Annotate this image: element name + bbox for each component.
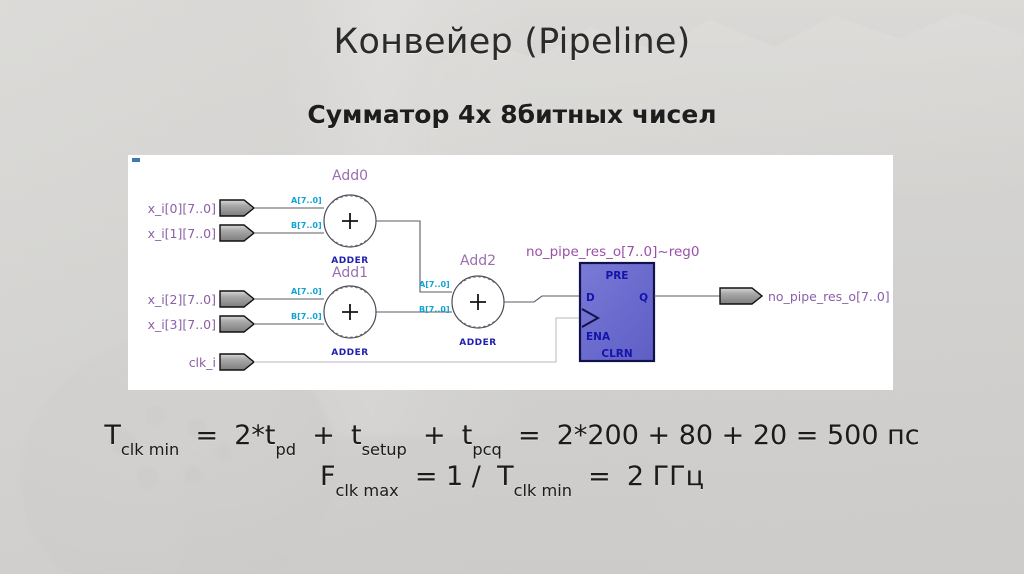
page-title: Конвейер (Pipeline) (333, 22, 691, 62)
formula2-result: 2 ГГц (626, 461, 704, 493)
formula-line-1: Tclk min = 2*tpd + tsetup + tpcq = 2*200… (0, 415, 1024, 459)
register-pin-clrn-label: CLRN (601, 348, 632, 360)
formula2-eq1: = 1 / (414, 461, 481, 493)
register-net-label: no_pipe_res_o[7..0]~reg0 (526, 244, 699, 260)
input-pin-x3[interactable] (219, 315, 256, 333)
adder-add2-port-a-label: A[7..0] (419, 280, 450, 289)
output-pin-result-label: no_pipe_res_o[7..0] (768, 289, 890, 304)
formula2-rhs-sub: clk min (513, 480, 573, 500)
register-pin-ena-label: ENA (586, 331, 611, 343)
input-pin-x2-label: x_i[2][7..0] (148, 292, 216, 307)
wire-clk-net (254, 317, 580, 363)
adder-add0-port-a-label: A[7..0] (291, 196, 322, 205)
formula1-term3-sub: pcq (472, 439, 502, 459)
formula1-eq1: = (195, 420, 219, 451)
formula1-plus2: + (422, 420, 446, 451)
formula1-lhs-sub: clk min (120, 439, 180, 459)
adder-add0-port-b-label: B[7..0] (291, 221, 322, 230)
register-dff[interactable] (578, 261, 656, 363)
formula2-rhs-base: T (497, 461, 514, 493)
adder-add0-primitive-label: ADDER (331, 256, 369, 266)
input-pin-x3-label: x_i[3][7..0] (148, 317, 216, 332)
adder-add1-port-b-label: B[7..0] (291, 312, 322, 321)
adder-add2[interactable] (451, 275, 505, 329)
formula1-eq2: = (517, 420, 541, 451)
register-pin-q-label: Q (639, 292, 648, 304)
selection-tick-icon (132, 158, 140, 162)
adder-add1-port-a-label: A[7..0] (291, 287, 322, 296)
adder-add1-primitive-label: ADDER (331, 348, 369, 358)
wire-add0-to-add2-a (376, 220, 452, 293)
input-pin-x0[interactable] (219, 199, 256, 217)
formula1-term1-base: 2*t (234, 420, 276, 451)
formula2-lhs-base: F (319, 461, 336, 493)
formula1-lhs-base: T (104, 420, 121, 451)
adder-add1-instance-label: Add1 (332, 265, 368, 281)
adder-add0-instance-label: Add0 (332, 168, 368, 184)
input-pin-x0-label: x_i[0][7..0] (148, 201, 216, 216)
adder-add1[interactable] (323, 285, 377, 339)
adder-add0[interactable] (323, 194, 377, 248)
register-pin-d-label: D (586, 292, 595, 304)
wire-add2-to-register-d (504, 295, 580, 303)
formula1-term2-base: t (350, 420, 362, 451)
output-pin-result[interactable] (719, 287, 764, 305)
adder-add2-instance-label: Add2 (460, 253, 496, 269)
input-pin-x2[interactable] (219, 290, 256, 308)
formula-block: Tclk min = 2*tpd + tsetup + tpcq = 2*200… (0, 415, 1024, 500)
input-pin-clk-label: clk_i (189, 355, 216, 370)
register-pin-pre-label: PRE (606, 270, 629, 282)
adder-add2-port-b-label: B[7..0] (419, 305, 450, 314)
adder-add2-primitive-label: ADDER (459, 338, 497, 348)
formula1-term2-sub: setup (361, 439, 407, 459)
formula1-term3-base: t (461, 420, 473, 451)
formula2-eq2: = (588, 461, 611, 493)
input-pin-clk[interactable] (219, 353, 256, 371)
page-subtitle: Сумматор 4х 8битных чисел (307, 100, 717, 129)
formula1-plus1: + (312, 420, 335, 451)
input-pin-x1-label: x_i[1][7..0] (148, 226, 216, 241)
formula-line-2: Fclk max = 1 / Tclk min = 2 ГГц (0, 456, 1024, 500)
formula1-term1-sub: pd (275, 439, 297, 459)
schematic-panel: x_i[0][7..0] x_i[1][7..0] x_i[2][7..0] x… (128, 155, 893, 390)
formula2-lhs-sub: clk max (335, 480, 399, 500)
input-pin-x1[interactable] (219, 224, 256, 242)
formula1-rhs: 2*200 + 80 + 20 = 500 пс (556, 420, 920, 451)
